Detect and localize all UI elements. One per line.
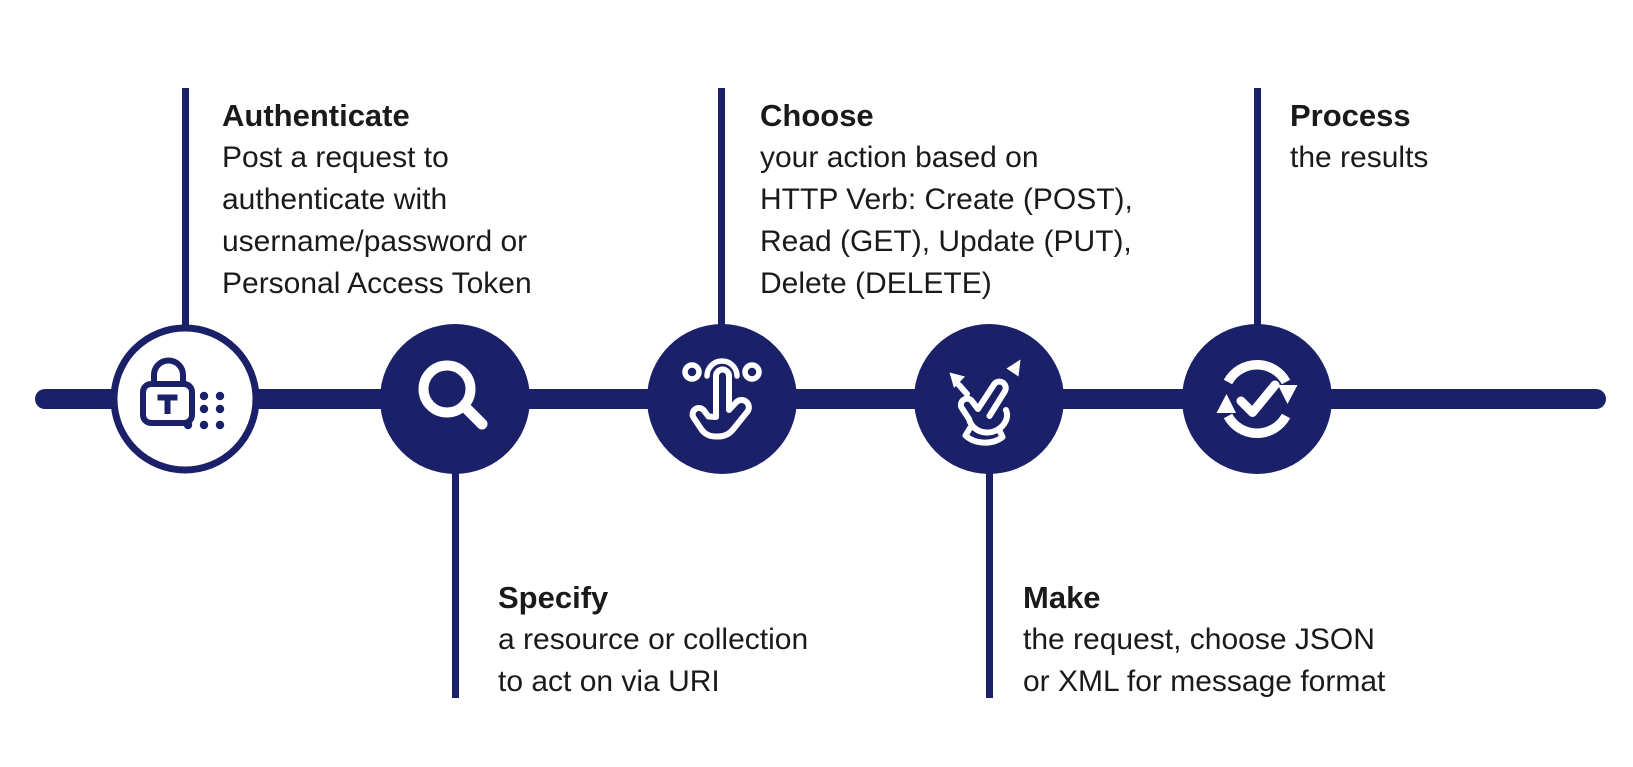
sync-check-icon: [1216, 360, 1298, 438]
step-circle-choose: [647, 324, 797, 474]
connector-choose: [718, 88, 725, 330]
step-description: the results: [1290, 141, 1429, 174]
step-circle-authenticate: [110, 324, 260, 474]
step-circle-make: [914, 324, 1064, 474]
step-text-authenticate: Authenticate Post a request to authentic…: [222, 95, 532, 305]
tap-choose-icon: [682, 358, 762, 440]
step-title: Process: [1290, 98, 1411, 133]
connector-specify: [452, 470, 459, 698]
step-title: Authenticate: [222, 98, 410, 133]
step-text-make: Make the request, choose JSON or XML for…: [1023, 577, 1385, 703]
connector-authenticate: [182, 88, 189, 330]
step-description: Post a request to authenticate with user…: [222, 141, 532, 300]
timeline-bar: [35, 389, 1606, 409]
swipe-make-icon: [949, 359, 1021, 446]
step-description: your action based on HTTP Verb: Create (…: [760, 141, 1133, 300]
step-description: the request, choose JSON or XML for mess…: [1023, 623, 1386, 698]
step-title: Specify: [498, 580, 609, 615]
step-title: Make: [1023, 580, 1101, 615]
step-circle-specify: [380, 324, 530, 474]
step-text-specify: Specify a resource or collection to act …: [498, 577, 808, 703]
connector-make: [986, 470, 993, 698]
step-text-process: Process the results: [1290, 95, 1428, 179]
connector-process: [1254, 88, 1261, 330]
step-text-choose: Choose your action based on HTTP Verb: C…: [760, 95, 1133, 305]
step-circle-process: [1182, 324, 1332, 474]
lock-icon: [110, 324, 260, 474]
step-description: a resource or collection to act on via U…: [498, 623, 809, 698]
search-icon: [418, 360, 488, 430]
step-title: Choose: [760, 98, 874, 133]
